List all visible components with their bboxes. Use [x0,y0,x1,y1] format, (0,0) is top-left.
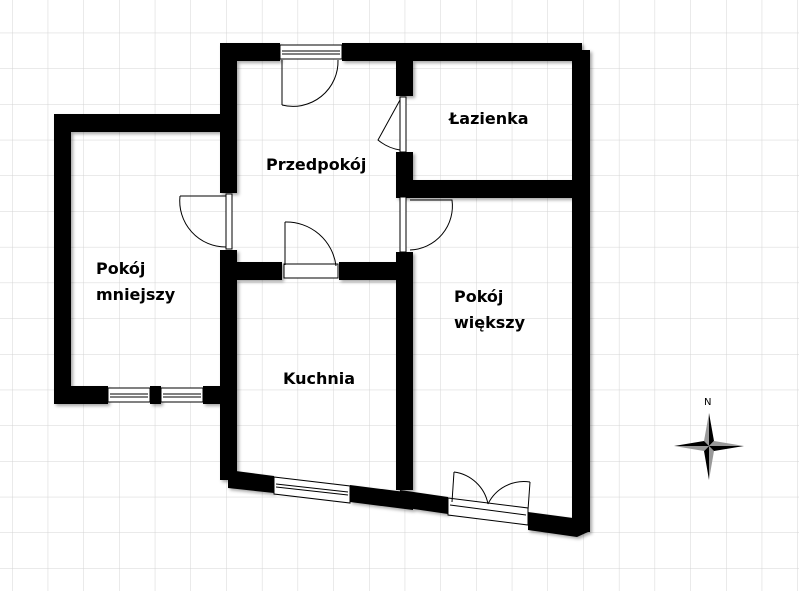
windows [107,44,351,504]
room-label-line1: Pokój [96,259,146,278]
room-label-pokoj-mniejszy: Pokój mniejszy [96,256,175,308]
room-label-kuchnia: Kuchnia [283,369,356,388]
compass-rose [674,413,744,480]
room-label-pokoj-wiekszy: Pokój większy [454,284,525,336]
doors [179,59,531,526]
room-label-przedpokoj: Przedpokój [266,155,367,174]
room-label-line1: Pokój [454,287,504,306]
compass-north-label: N [704,397,712,408]
room-label-line2: mniejszy [96,285,176,304]
room-label-lazienka: Łazienka [449,109,529,128]
room-label-line2: większy [454,313,526,332]
walls [54,43,590,537]
